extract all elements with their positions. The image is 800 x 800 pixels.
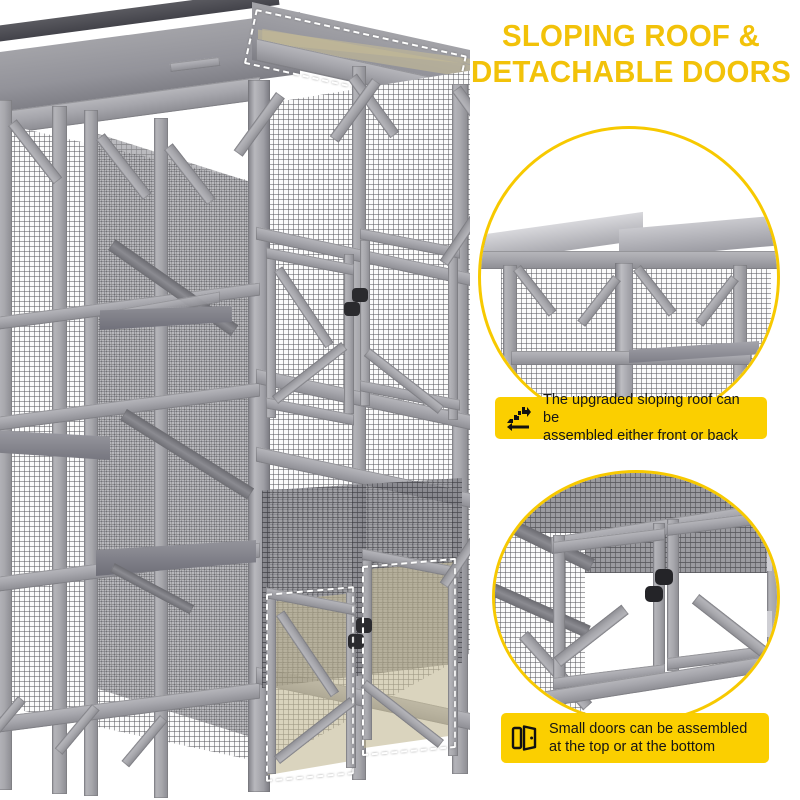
open-door-icon — [510, 723, 540, 753]
inset-door-left-stile-l — [553, 535, 565, 685]
upper-door-left-stile-r — [344, 254, 354, 414]
inset-doors-circle — [492, 470, 780, 724]
main-product-photo — [0, 0, 470, 798]
inset-roof-image — [481, 129, 777, 425]
caption-small-doors: Small doors can be assembled at the top … — [501, 713, 769, 763]
lower-door-right-highlight-outline — [362, 557, 456, 757]
inset-roof-post-center — [615, 263, 633, 425]
inset-door-latch[interactable] — [645, 569, 675, 607]
caption-sloping-roof: The upgraded sloping roof can be assembl… — [495, 392, 767, 444]
inset-roof-post-left — [503, 265, 517, 425]
inset-hinge-bottom — [767, 611, 772, 637]
lower-door-left-highlight-outline — [266, 586, 354, 782]
lower-door-latch[interactable] — [348, 618, 374, 654]
caption-small-doors-text: Small doors can be assembled at the top … — [549, 721, 748, 755]
lower-door-right[interactable] — [360, 499, 470, 756]
inset-latch-knob-top — [655, 569, 673, 585]
upper-door-right-stile-l — [360, 240, 370, 406]
latch-knob-bottom — [344, 302, 360, 316]
inset-door-right-stile-l — [667, 519, 679, 671]
lower-door-right-stile-r — [448, 576, 458, 756]
latch-knob-top — [352, 288, 368, 302]
upper-door-left-brace — [274, 266, 334, 349]
lower-door-left[interactable] — [266, 587, 356, 778]
upper-door-latch[interactable] — [344, 288, 370, 322]
inset-door-right-brace — [691, 594, 767, 657]
upper-door-left-brace-2 — [271, 341, 348, 404]
upper-door-left[interactable] — [266, 247, 354, 426]
page-title: SLOPING ROOF & DETACHABLE DOORS — [471, 18, 791, 89]
lower-latch-knob-top — [356, 618, 372, 633]
inset-latch-knob-bottom — [645, 586, 663, 602]
left-face-interior-mesh — [86, 130, 260, 740]
upper-door-left-stile-l — [266, 258, 276, 418]
upper-door-right-brace-2 — [363, 348, 444, 414]
lower-door-left-stile-l — [266, 598, 276, 774]
inset-door-right-stile-r — [767, 511, 777, 663]
inset-roof-fascia — [481, 251, 777, 269]
caption-sloping-roof-text: The upgraded sloping roof can be assembl… — [543, 392, 740, 444]
inset-doors-image — [495, 473, 777, 721]
lower-door-left-stile-r — [346, 592, 356, 768]
inset-roof-circle — [478, 126, 780, 428]
lower-latch-knob-bottom — [348, 634, 364, 649]
inset-door-right[interactable] — [667, 510, 777, 671]
lower-door-right-stile-l — [362, 560, 372, 740]
inset-hinge-top — [767, 545, 772, 571]
stairs-arrow-icon — [504, 403, 534, 433]
inset-door-left[interactable] — [553, 523, 665, 690]
upper-door-right[interactable] — [360, 179, 470, 420]
upper-door-right-stile-r — [448, 254, 458, 420]
